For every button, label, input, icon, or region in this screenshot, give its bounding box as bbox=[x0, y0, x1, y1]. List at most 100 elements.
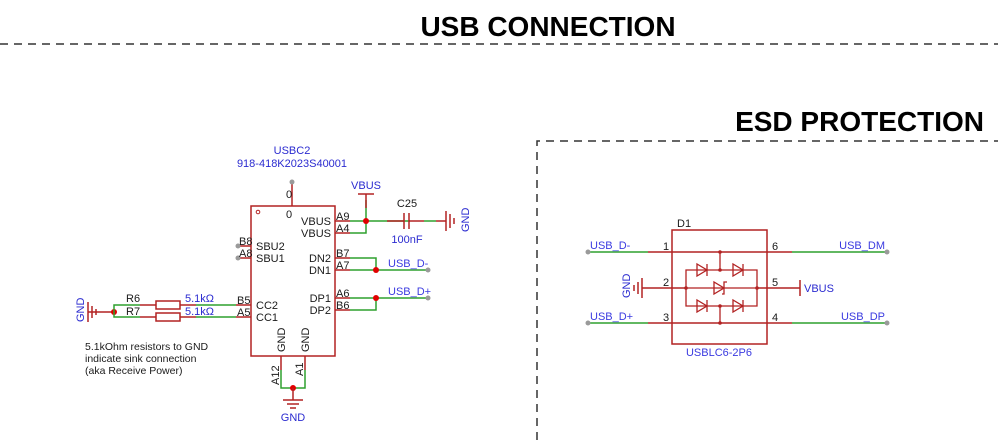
section-usb-connection: USB CONNECTION bbox=[0, 11, 998, 45]
pin-a1-number: A1 bbox=[294, 363, 306, 376]
net-label-usb-d-plus: USB_D+ bbox=[388, 286, 431, 298]
pin2-number: 2 bbox=[663, 277, 669, 289]
pin-a8-number: A8 bbox=[239, 248, 252, 260]
r7-ref: R7 bbox=[126, 306, 140, 318]
pin-b8-terminal[interactable] bbox=[235, 243, 241, 249]
net-usb-d-minus-connector: USB_D- bbox=[350, 257, 431, 273]
pin3-number: 3 bbox=[663, 312, 669, 324]
terminal-esd-usb-d-plus[interactable] bbox=[585, 320, 591, 326]
net-label-usb-d-minus: USB_D- bbox=[388, 258, 429, 270]
gnd-label-connector: GND bbox=[281, 412, 306, 424]
capacitor-c25[interactable]: C25 100nF bbox=[387, 198, 436, 246]
note-line-2: indicate sink connection bbox=[85, 353, 197, 365]
gnd-label-esd: GND bbox=[621, 274, 633, 299]
net-usb-dm: USB_DM bbox=[792, 240, 890, 255]
section-border-esd bbox=[536, 140, 998, 440]
gnd-symbol-cc: GND bbox=[75, 298, 117, 323]
note-line-1: 5.1kOhm resistors to GND bbox=[85, 341, 209, 353]
pin1-marker bbox=[255, 209, 261, 215]
pin-a12-number: A12 bbox=[270, 365, 282, 385]
bridge-dot-top-mid bbox=[718, 268, 722, 272]
pin-b8-number: B8 bbox=[239, 236, 252, 248]
wire-r6-left bbox=[113, 304, 140, 312]
pin-b7-name: DN2 bbox=[309, 253, 331, 265]
junction-dn bbox=[373, 267, 379, 273]
gnd-label-c25: GND bbox=[460, 208, 472, 233]
pin-b7-number: B7 bbox=[336, 248, 349, 260]
terminal-esd-usb-d-minus[interactable] bbox=[585, 249, 591, 255]
diode-bottom-left-icon bbox=[696, 298, 709, 314]
section-title-usb-connection: USB CONNECTION bbox=[420, 11, 675, 42]
diode-bottom-right-icon bbox=[732, 298, 745, 314]
junction-vbus bbox=[363, 218, 369, 224]
pin-a1-name: GND bbox=[300, 328, 312, 353]
pin5-number: 5 bbox=[772, 277, 778, 289]
wire-dp bbox=[350, 297, 377, 311]
pin-a8-terminal[interactable] bbox=[235, 255, 241, 261]
bridge-dot-bottom-mid bbox=[718, 304, 722, 308]
net-usb-dp: USB_DP bbox=[792, 311, 890, 326]
note-line-3: (aka Receive Power) bbox=[85, 365, 182, 377]
wire-dn bbox=[350, 257, 377, 271]
pin-b5-number: B5 bbox=[237, 295, 250, 307]
shield-pin-number: 0 bbox=[286, 189, 292, 201]
terminal-usb-dp[interactable] bbox=[884, 320, 890, 326]
net-usb-d-plus-esd: USB_D+ bbox=[585, 311, 648, 326]
bridge-dot-bottom bbox=[718, 321, 722, 325]
net-label-esd-usb-d-minus: USB_D- bbox=[590, 240, 631, 252]
usb-c-connector[interactable]: USBC2 918-418K2023S40001 0 0 VBUS VBUS A… bbox=[235, 145, 351, 385]
vbus-label-esd: VBUS bbox=[804, 283, 834, 295]
bridge-dot-right bbox=[755, 286, 759, 290]
pin1-number: 1 bbox=[663, 241, 669, 253]
net-label-esd-usb-d-plus: USB_D+ bbox=[590, 311, 633, 323]
c25-value: 100nF bbox=[391, 234, 422, 246]
r6-ref: R6 bbox=[126, 293, 140, 305]
zener-bar bbox=[722, 281, 727, 295]
diode-bridge bbox=[684, 250, 759, 325]
pin-a9-number: A9 bbox=[336, 211, 349, 223]
pin-b8-name: SBU2 bbox=[256, 241, 285, 253]
resistor-r6[interactable]: R6 5.1kΩ bbox=[113, 293, 236, 312]
pin-a8-name: SBU1 bbox=[256, 253, 285, 265]
section-esd-protection: ESD PROTECTION bbox=[536, 106, 998, 440]
vbus-port-esd: VBUS bbox=[799, 280, 834, 296]
wire-a4 bbox=[350, 221, 367, 234]
junction-dp bbox=[373, 295, 379, 301]
net-label-usb-dm: USB_DM bbox=[839, 240, 885, 252]
terminal-usb-d-minus[interactable] bbox=[425, 267, 431, 273]
resistor-r7[interactable]: R7 5.1kΩ bbox=[113, 306, 236, 322]
pin-a5-name: CC1 bbox=[256, 312, 278, 324]
terminal-usb-dm[interactable] bbox=[884, 249, 890, 255]
diode-top-left-icon bbox=[696, 262, 709, 278]
gnd-symbol-esd: GND bbox=[621, 274, 643, 299]
pin4-number: 4 bbox=[772, 312, 778, 324]
wire-r7-left bbox=[113, 312, 140, 318]
net-usb-d-plus-connector: USB_D+ bbox=[350, 286, 431, 311]
shield-pin-name: 0 bbox=[286, 209, 292, 221]
bridge-dot-left bbox=[684, 286, 688, 290]
pin6-number: 6 bbox=[772, 241, 778, 253]
pin-b6-number: B6 bbox=[336, 300, 349, 312]
d1-ref: D1 bbox=[677, 218, 691, 230]
pin-a6-number: A6 bbox=[336, 288, 349, 300]
pin-a7-number: A7 bbox=[336, 260, 349, 272]
gnd-symbol-c25: GND bbox=[436, 208, 472, 233]
net-label-usb-dp: USB_DP bbox=[841, 311, 885, 323]
pin-b6-name: DP2 bbox=[310, 305, 331, 317]
shield-pin-terminal[interactable] bbox=[289, 179, 295, 185]
terminal-usb-d-plus[interactable] bbox=[425, 295, 431, 301]
d1-part-number: USBLC6-2P6 bbox=[686, 347, 752, 359]
diode-top-right-icon bbox=[732, 262, 745, 278]
gnd-label-cc: GND bbox=[75, 298, 87, 323]
pin-a5-number: A5 bbox=[237, 307, 250, 319]
r7-body bbox=[155, 312, 181, 322]
esd-ic-d1[interactable]: D1 USBLC6-2P6 1 2 3 4 5 6 bbox=[642, 218, 800, 359]
gnd-symbol-connector: GND bbox=[280, 370, 306, 424]
pin-a6-name: DP1 bbox=[310, 293, 331, 305]
zener-diode-icon bbox=[713, 280, 726, 296]
pin-a9-name: VBUS bbox=[301, 216, 331, 228]
r6-value: 5.1kΩ bbox=[185, 293, 214, 305]
r7-value: 5.1kΩ bbox=[185, 306, 214, 318]
pin-a4-number: A4 bbox=[336, 223, 349, 235]
